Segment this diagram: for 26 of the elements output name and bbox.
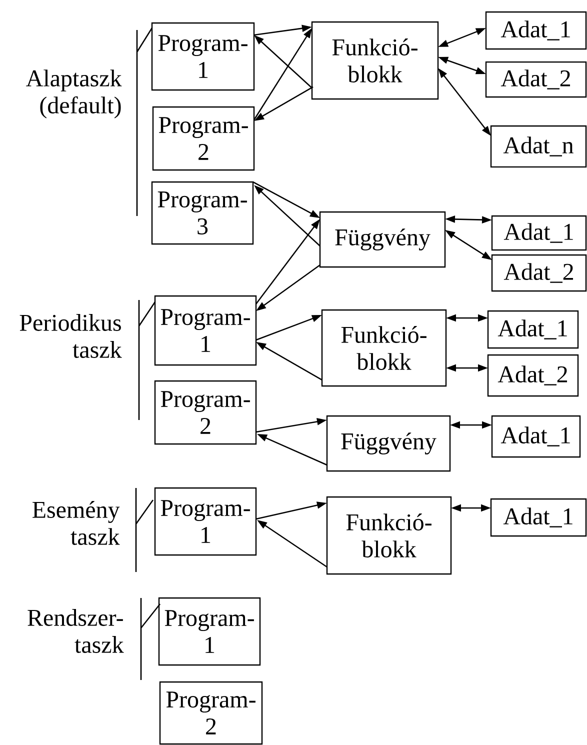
block: Adat_1 xyxy=(487,310,579,349)
task-label: Alaptaszk (default) xyxy=(26,70,122,118)
block: Függvény xyxy=(319,211,446,268)
block: Program- 2 xyxy=(159,681,263,745)
block: Adat_2 xyxy=(485,61,587,98)
block: Program- 1 xyxy=(154,295,257,366)
block: Adat_1 xyxy=(485,11,587,50)
block: Program- 1 xyxy=(151,22,255,91)
block: Adat_1 xyxy=(491,415,581,458)
block: Adat_n xyxy=(490,125,587,168)
block: Adat_2 xyxy=(487,354,579,397)
block: Program- 2 xyxy=(154,380,257,445)
block: Funkció- blokk xyxy=(321,309,447,387)
block: Adat_1 xyxy=(490,498,587,537)
block: Funkció- blokk xyxy=(311,21,439,100)
block: Program- 3 xyxy=(151,181,254,245)
task-label: Esemény taszk xyxy=(32,501,120,545)
task-label: Rendszer- taszk xyxy=(28,609,124,653)
block: Adat_1 xyxy=(491,215,587,251)
block: Program- 2 xyxy=(152,106,255,171)
block: Függvény xyxy=(326,415,451,472)
block: Funkció- blokk xyxy=(326,496,452,575)
block: Program- 1 xyxy=(158,597,261,666)
block: Adat_2 xyxy=(491,254,587,292)
block: Program- 1 xyxy=(154,487,257,556)
task-label: Periodikus taszk xyxy=(20,314,122,358)
